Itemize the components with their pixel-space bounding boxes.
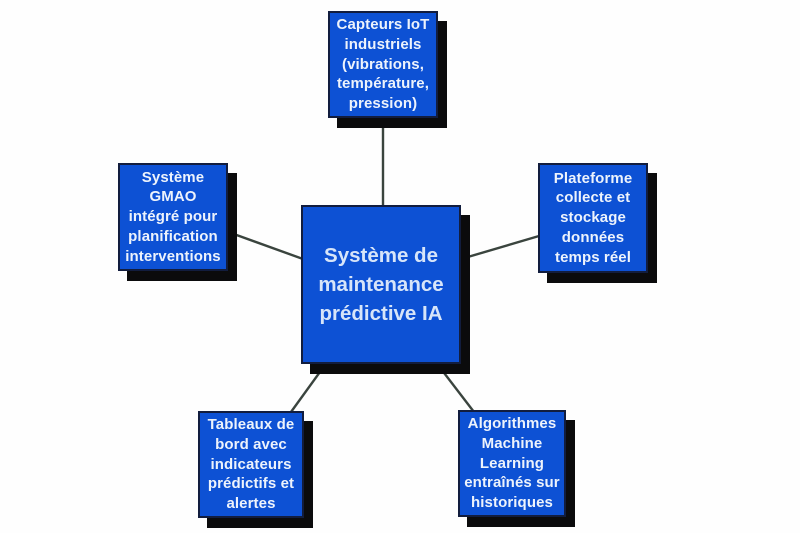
node-tableaux-de-bord: Tableaux de bord avec indicateurs prédic… xyxy=(198,411,304,518)
node-algorithmes-ml-label: Algorithmes Machine Learning entraînés s… xyxy=(464,415,560,512)
node-central-label: Système de maintenance prédictive IA xyxy=(318,243,444,326)
node-systeme-gmao-label: Système GMAO intégré pour planification … xyxy=(125,168,221,265)
node-algorithmes-ml: Algorithmes Machine Learning entraînés s… xyxy=(458,410,566,517)
connector-central-gmao xyxy=(230,231,304,261)
node-plateforme-collecte: Plateforme collecte et stockage données … xyxy=(538,163,648,273)
node-plateforme-collecte-label: Plateforme collecte et stockage données … xyxy=(553,169,633,266)
node-capteurs-iot-label: Capteurs IoT industriels (vibrations, te… xyxy=(336,16,430,113)
connector-central-tableaux xyxy=(290,364,326,413)
node-capteurs-iot: Capteurs IoT industriels (vibrations, te… xyxy=(328,11,438,118)
node-tableaux-de-bord-label: Tableaux de bord avec indicateurs prédic… xyxy=(207,416,295,513)
connector-central-plateforme xyxy=(460,234,540,261)
node-central-systeme-maintenance: Système de maintenance prédictive IA xyxy=(301,205,461,364)
node-systeme-gmao: Système GMAO intégré pour planification … xyxy=(118,163,228,271)
connector-central-algorithmes xyxy=(437,364,475,413)
